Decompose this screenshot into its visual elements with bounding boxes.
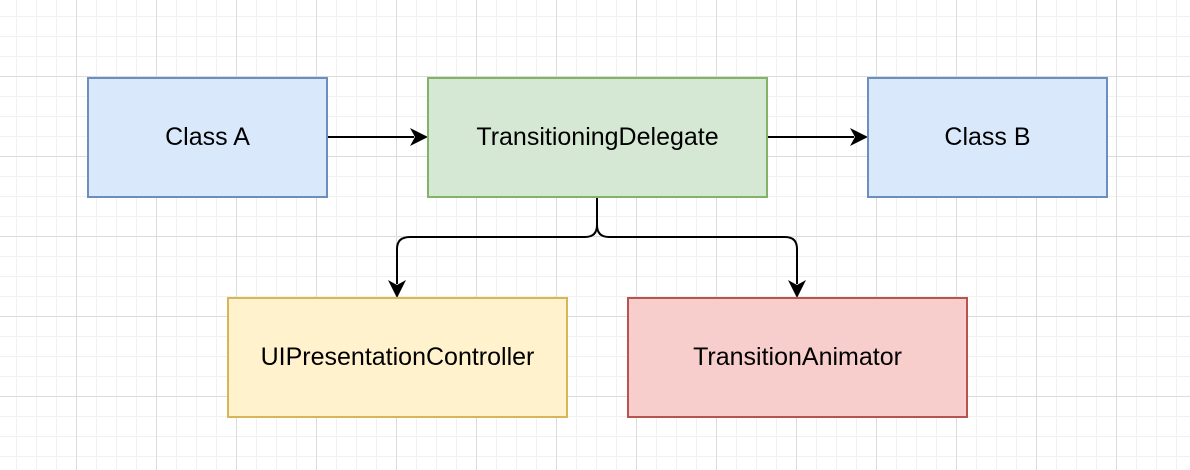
edge-delegate-to-animator[interactable]	[596, 198, 806, 298]
node-ui-presentation-controller[interactable]: UIPresentationController	[227, 297, 568, 418]
node-class-a-label: Class A	[165, 123, 250, 151]
node-transition-animator-label: TransitionAnimator	[693, 343, 902, 371]
node-class-b[interactable]: Class B	[867, 77, 1108, 198]
node-ui-presentation-controller-label: UIPresentationController	[260, 343, 535, 371]
edge-class-a-to-delegate[interactable]	[328, 128, 428, 146]
edge-delegate-to-presentation[interactable]	[388, 198, 598, 298]
node-class-a[interactable]: Class A	[87, 77, 328, 198]
node-transitioning-delegate-label: TransitioningDelegate	[476, 123, 719, 151]
node-class-b-label: Class B	[944, 123, 1031, 151]
edge-delegate-to-class-b[interactable]	[768, 128, 868, 146]
node-transitioning-delegate[interactable]: TransitioningDelegate	[427, 77, 768, 198]
node-transition-animator[interactable]: TransitionAnimator	[627, 297, 968, 418]
